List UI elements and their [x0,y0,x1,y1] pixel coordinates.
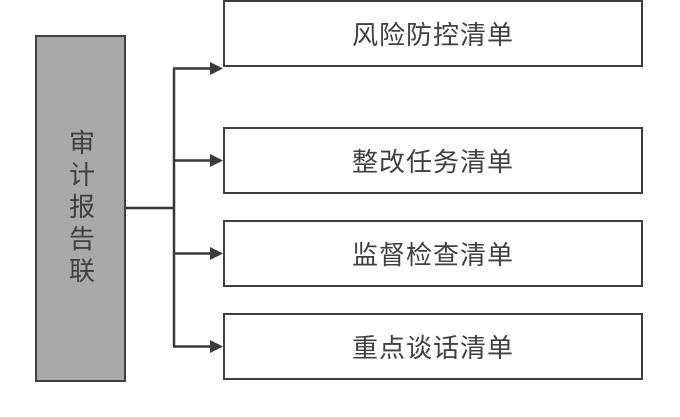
source-node-audit-report: 审计报告联 [35,35,126,382]
target-node-label: 监督检查清单 [351,240,514,270]
target-node-label: 整改任务清单 [351,147,514,177]
arrowhead-1 [210,62,223,75]
arrowhead-3 [210,247,223,260]
target-node-risk-prevention-control-list: 风险防控清单 [223,0,643,67]
arrowhead-2 [210,154,223,167]
target-node-label: 重点谈话清单 [351,333,514,363]
target-node-label: 风险防控清单 [351,20,514,50]
source-node-label: 审计报告联 [65,128,96,289]
target-node-rectification-task-list: 整改任务清单 [223,127,643,194]
target-node-supervision-inspection-list: 监督检查清单 [223,220,643,287]
target-node-key-talk-list: 重点谈话清单 [223,313,643,380]
arrowhead-4 [210,340,223,353]
